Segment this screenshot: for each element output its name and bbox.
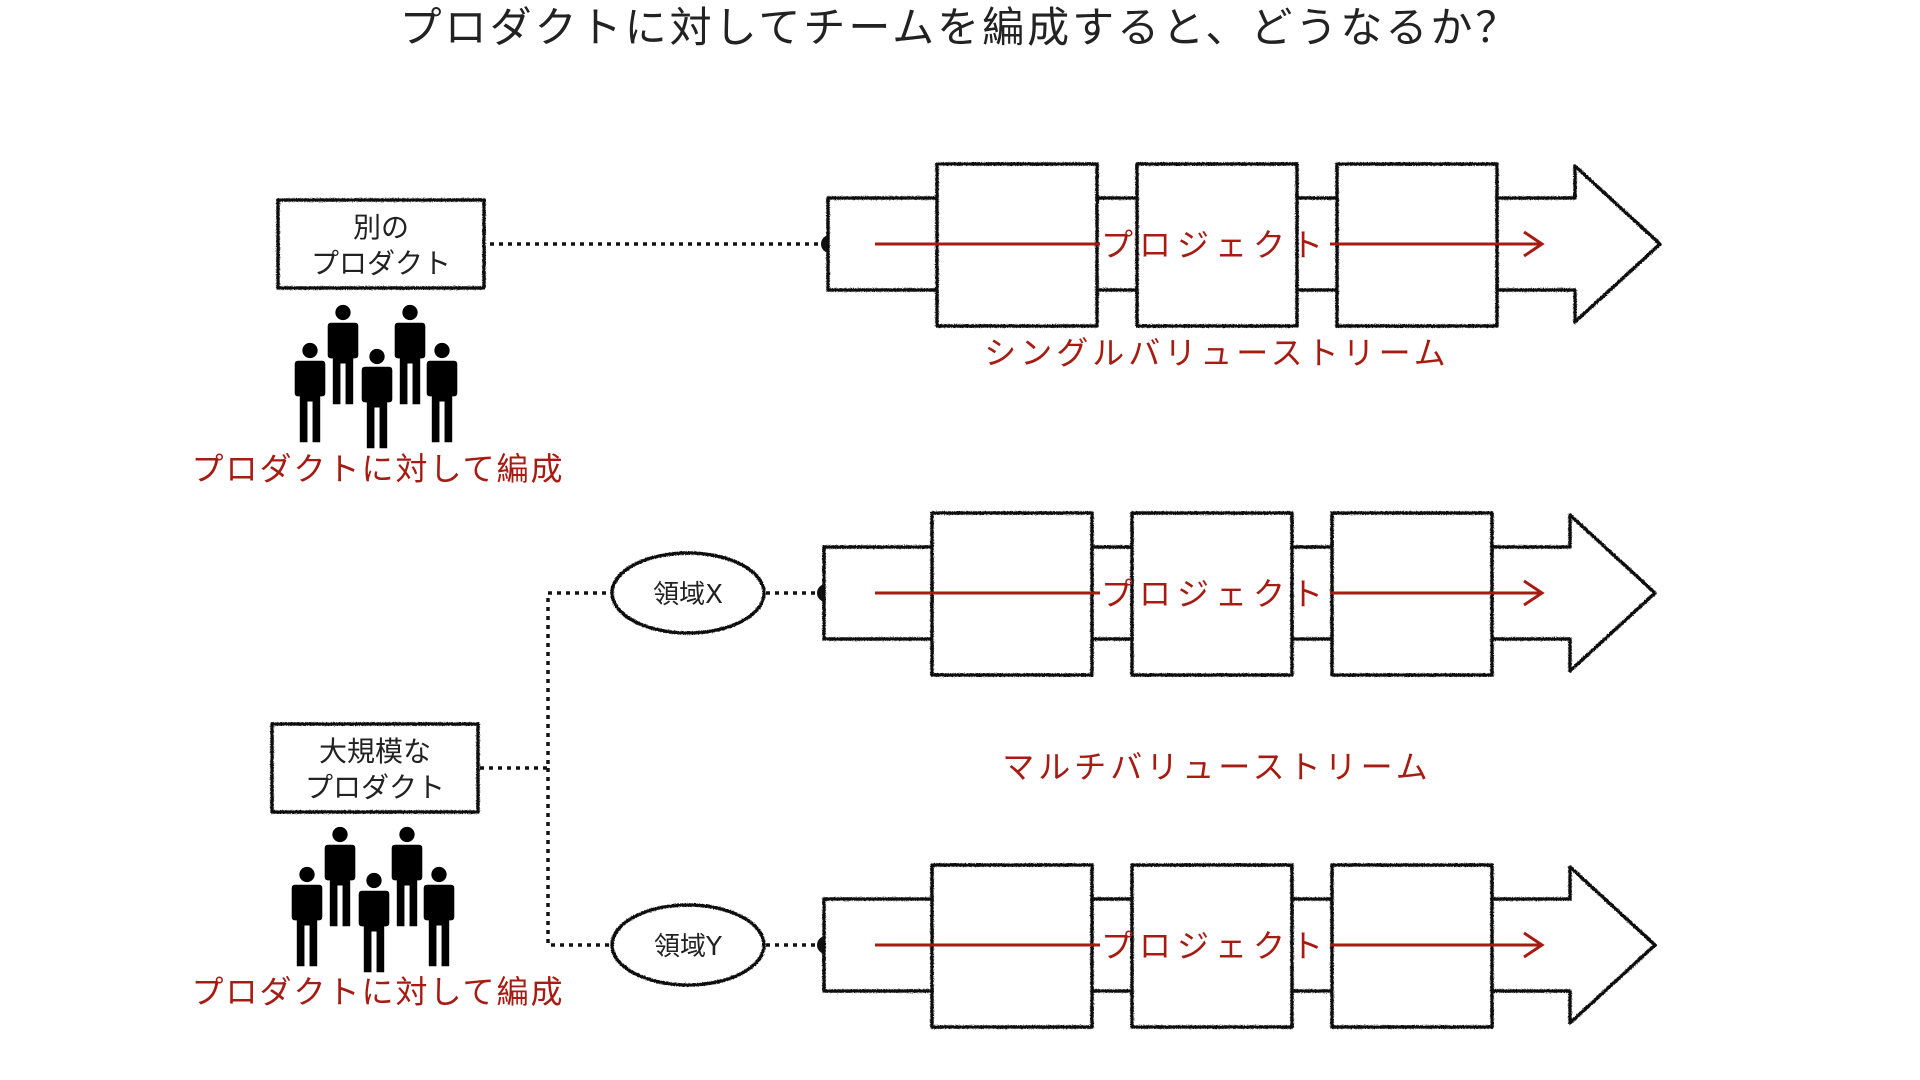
bottom-team-group <box>291 826 455 973</box>
page-title: プロダクトに対してチームを編成すると、どうなるか？ <box>400 3 1521 52</box>
top-section: 別の プロダクト プロダクトに対して編成 プロジェクト シングルバリューストリー… <box>191 162 1662 488</box>
bottom-team-label: プロダクトに対して編成 <box>191 973 564 1011</box>
person-icon <box>327 304 359 405</box>
top-stream-label: シングルバリューストリーム <box>984 334 1449 372</box>
top-product-line-1: 別の <box>353 211 409 244</box>
top-product-box: 別の プロダクト <box>276 198 486 290</box>
bottom-product-line-1: 大規模な <box>319 735 431 768</box>
bottom-product-box: 大規模な プロダクト <box>270 722 480 814</box>
person-icon <box>426 342 458 443</box>
bottom-connector-x <box>480 591 612 770</box>
top-product-line-2: プロダクト <box>311 247 451 280</box>
top-project-arrowhead <box>1523 230 1545 258</box>
domain-x-label: 領域X <box>653 580 723 610</box>
domain-y-project-label: プロジェクト <box>1101 927 1329 965</box>
domain-x-oval <box>610 551 766 635</box>
domain-y-value-stream <box>822 863 1657 1029</box>
domain-y-oval <box>610 903 766 987</box>
bottom-connector-y <box>546 768 612 947</box>
person-icon <box>423 866 455 967</box>
person-icon <box>324 826 356 927</box>
top-team-group <box>294 304 458 449</box>
top-project-label: プロジェクト <box>1101 226 1329 264</box>
top-team-label: プロダクトに対して編成 <box>191 450 564 488</box>
person-icon <box>294 342 326 443</box>
bottom-product-line-2: プロダクト <box>305 771 445 804</box>
bottom-section: 大規模な プロダクト プロダクトに対して編成 領域X 領域Y <box>191 511 1657 1029</box>
person-icon <box>361 348 393 449</box>
person-icon <box>391 826 423 927</box>
person-icon <box>291 866 323 967</box>
person-icon <box>394 304 426 405</box>
person-icon <box>358 872 390 973</box>
domain-x-project-label: プロジェクト <box>1101 575 1329 613</box>
domain-y-label: 領域Y <box>654 932 722 962</box>
bottom-stream-label: マルチバリューストリーム <box>1002 748 1431 786</box>
domain-x-value-stream <box>822 511 1657 677</box>
